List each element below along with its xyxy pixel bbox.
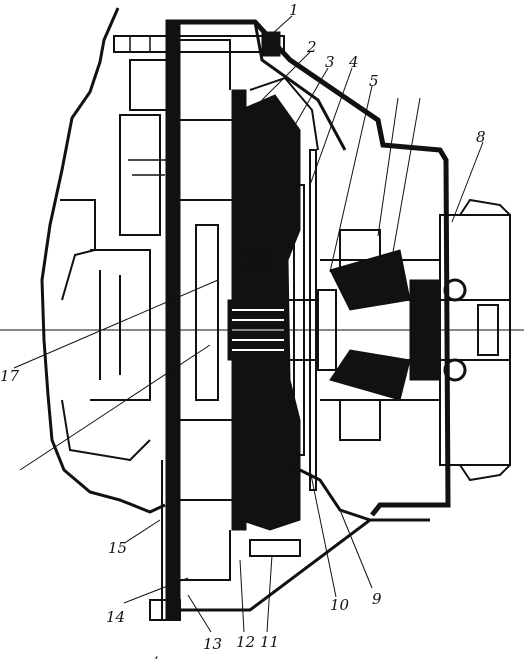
callout-12: 12 [236,633,255,651]
callout-1: 1 [289,1,299,19]
lower-linkage [149,459,371,621]
stray-mark: , [154,644,159,659]
callout-4: 4 [348,53,359,71]
gearbox-input [400,198,511,482]
callout-11: 11 [260,633,279,651]
leader-lines [13,15,484,633]
callout-3: 3 [325,53,335,71]
callout-2: 2 [306,38,317,56]
callout-8: 8 [476,128,486,146]
callout-10: 10 [330,596,350,614]
callout-14: 14 [106,608,125,626]
callout-15: 15 [108,539,127,557]
callout-9: 9 [372,590,382,608]
release-bearing [320,229,440,441]
callout-labels: 1 2 3 4 5 8 9 10 11 12 13 14 15 17 , [0,1,486,659]
engine-housing [40,7,171,514]
callout-5: 5 [369,72,379,90]
callout-13: 13 [203,635,222,653]
callout-17: 17 [0,367,20,385]
